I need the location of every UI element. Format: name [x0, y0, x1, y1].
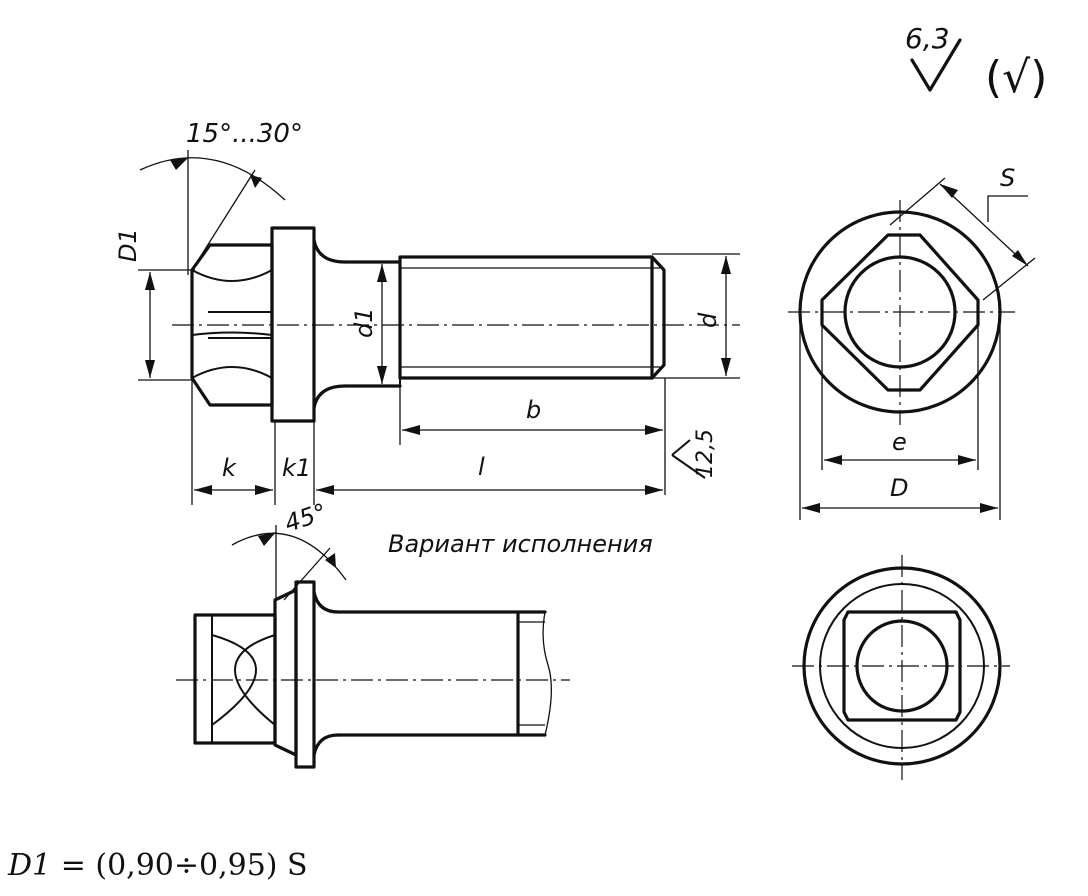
k1-arrow-right	[316, 485, 334, 495]
bolt-head-chamfer-arcs	[191, 269, 273, 379]
side-roughness-mark	[671, 439, 706, 479]
formula: D1 = (0,90÷0,95) S	[8, 848, 308, 883]
variant-angle-arrow-right	[325, 553, 336, 568]
D1-arrow-top	[145, 272, 155, 290]
angle-arc-top	[139, 157, 286, 201]
S-leader	[987, 195, 1028, 222]
angle-arrow-right	[250, 175, 262, 188]
variant-caption: Вариант исполнения	[388, 530, 653, 558]
roughness-check-mark	[910, 38, 962, 92]
variant-break-line	[542, 611, 553, 736]
variant-collar-ring	[294, 580, 316, 769]
square-head	[842, 610, 962, 722]
formula-rhs: = (0,90÷0,95) S	[60, 848, 308, 883]
bolt-thread-body	[398, 255, 654, 380]
k-arrow-left	[194, 485, 212, 495]
e-arrow-right	[958, 455, 976, 465]
k-label: k	[222, 454, 237, 482]
l-arrow-right	[645, 485, 663, 495]
angle-arrow-left	[170, 158, 188, 170]
d1-label: d1	[350, 307, 378, 338]
inner-circle	[843, 255, 957, 369]
D-arrow-right	[980, 503, 998, 513]
bolt-neck-fillet-bottom	[312, 384, 347, 410]
roughness-symbol: 6,3 (√)	[905, 22, 1047, 103]
D1-label: D1	[114, 228, 142, 262]
variant-head	[193, 613, 277, 745]
e-arrow-left	[824, 455, 842, 465]
side-roughness-value: 12,5	[693, 429, 718, 478]
angle-label-top: 15°...30°	[186, 119, 303, 149]
S-ext-2	[982, 257, 1036, 301]
D-arrow-left	[802, 503, 820, 513]
collar-inner-circle	[819, 583, 985, 749]
S-label: S	[1000, 164, 1015, 192]
b-label: b	[526, 396, 541, 424]
inner-circle-2	[855, 619, 949, 713]
d1-arrow-top	[377, 264, 387, 282]
end-view-top: S e D	[788, 164, 1036, 520]
variant-head-arcs	[211, 615, 276, 743]
bolt-side-view	[172, 226, 740, 423]
side-view-dimensions: 15°...30° D1 d1 d b	[114, 119, 740, 505]
k1-label: k1	[282, 454, 311, 482]
variant-angle-arc	[231, 532, 347, 581]
d-arrow-bottom	[721, 358, 731, 376]
hex-square-head	[820, 233, 980, 392]
roughness-rest-symbol: (√)	[985, 52, 1047, 103]
variant-collar	[273, 588, 298, 757]
angle-ext-line-slanted	[191, 169, 256, 271]
d1-arrow-bottom	[377, 366, 387, 384]
k-arrow-right	[255, 485, 273, 495]
S-dim-line	[939, 183, 1029, 267]
b-arrow-left	[402, 425, 420, 435]
d-label: d	[694, 312, 722, 328]
S-arrow-2	[1012, 250, 1028, 266]
bolt-collar	[270, 226, 316, 423]
bolt-thread-end	[650, 255, 666, 380]
S-ext-1	[889, 177, 946, 226]
D1-arrow-bottom	[145, 360, 155, 378]
variant-angle-arrow-left	[258, 532, 276, 546]
variant-neck-top	[312, 590, 340, 614]
S-arrow-1	[940, 184, 958, 198]
variant-neck-bottom	[312, 733, 340, 757]
D-label: D	[890, 474, 908, 502]
roughness-value: 6,3	[905, 22, 950, 55]
collar-outer-circle	[802, 566, 1002, 766]
b-arrow-right	[645, 425, 663, 435]
formula-lhs: D1	[8, 848, 52, 883]
variant-angle-label: 45°	[281, 498, 330, 538]
d-arrow-top	[721, 256, 731, 274]
l-label: l	[478, 453, 485, 481]
e-label: e	[892, 428, 907, 456]
bolt-neck-fillet-top	[312, 238, 347, 264]
end-view-bottom	[792, 555, 1010, 780]
